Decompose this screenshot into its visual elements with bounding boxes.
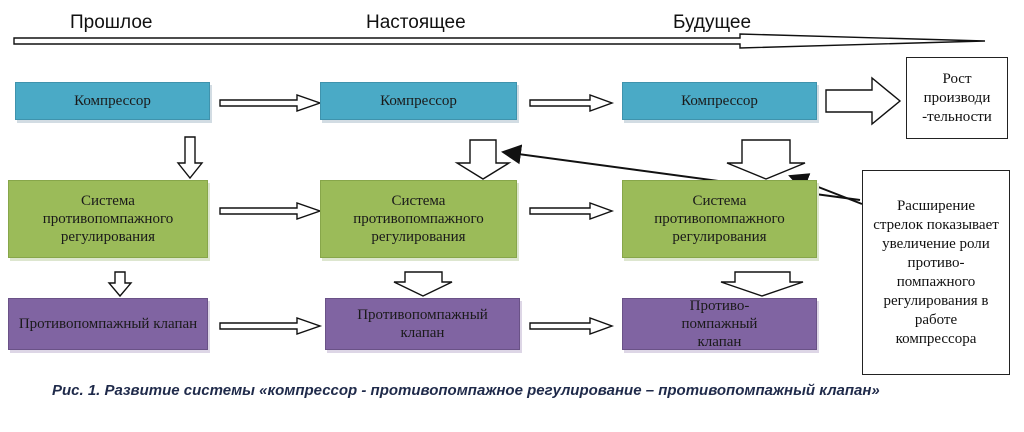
timeline-present-label: Настоящее bbox=[366, 12, 466, 33]
arrow-valve-2-3 bbox=[529, 317, 615, 335]
timeline-arrow bbox=[13, 33, 986, 49]
arrow-comp-2-3 bbox=[529, 94, 615, 112]
timeline-future-label: Будущее bbox=[673, 12, 752, 33]
compressor-box-past: Компрессор bbox=[15, 82, 210, 120]
valve-box-past: Противопомпажный клапан bbox=[8, 298, 208, 350]
arrow-valve-1-2 bbox=[219, 317, 323, 335]
arrow-sys-2-3 bbox=[529, 202, 615, 220]
figure-caption: Рис. 1. Развитие системы «компрессор - п… bbox=[52, 382, 880, 399]
note-box: Расширение стрелок показывает увеличение… bbox=[862, 170, 1010, 375]
growth-box: Рост производи -тельности bbox=[906, 57, 1008, 139]
system-box-present: Система противопомпажного регулирования bbox=[320, 180, 517, 258]
arrow-down-comp-sys-2 bbox=[454, 139, 512, 180]
arrow-comp-1-2 bbox=[219, 94, 323, 112]
timeline-past-label: Прошлое bbox=[70, 12, 153, 33]
arrow-down-sys-valve-3 bbox=[720, 271, 804, 297]
system-box-past: Система противопомпажного регулирования bbox=[8, 180, 208, 258]
arrow-sys-1-2 bbox=[219, 202, 323, 220]
arrow-down-comp-sys-1 bbox=[176, 136, 204, 180]
arrow-growth bbox=[825, 76, 902, 126]
compressor-box-present: Компрессор bbox=[320, 82, 517, 120]
arrow-down-comp-sys-3 bbox=[726, 139, 806, 180]
arrow-down-sys-valve-1 bbox=[107, 271, 133, 298]
arrow-down-sys-valve-2 bbox=[393, 271, 453, 297]
valve-box-future: Противо-помпажный клапан bbox=[622, 298, 817, 350]
compressor-box-future: Компрессор bbox=[622, 82, 817, 120]
valve-box-present: Противопомпажный клапан bbox=[325, 298, 520, 350]
system-box-future: Система противопомпажного регулирования bbox=[622, 180, 817, 258]
